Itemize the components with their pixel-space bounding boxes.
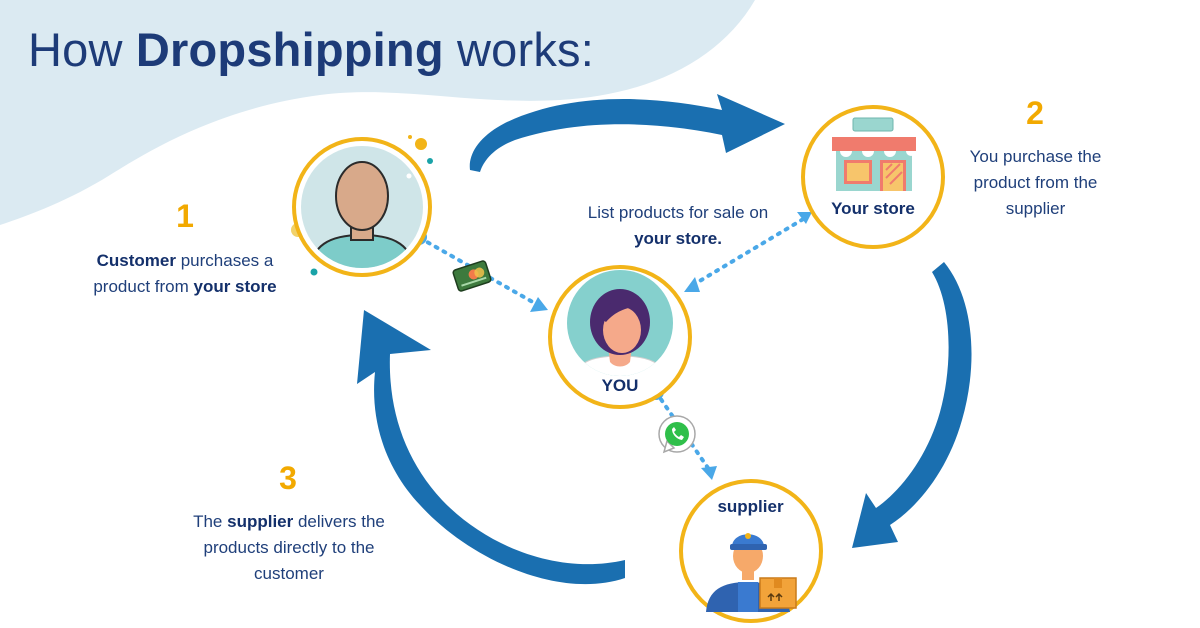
step-1-number: 1 bbox=[176, 198, 194, 234]
whatsapp-icon bbox=[658, 415, 696, 454]
arrowhead bbox=[701, 466, 717, 480]
store-label: Your store bbox=[831, 199, 915, 218]
background-blob bbox=[0, 0, 755, 225]
step-3-description: The supplier delivers the products direc… bbox=[193, 512, 385, 583]
page-title: How Dropshipping works: bbox=[28, 23, 594, 76]
you-avatar-icon bbox=[571, 289, 669, 376]
connector-you-to-store bbox=[691, 216, 807, 287]
store-node bbox=[801, 105, 945, 249]
step-1-description: Customer purchases a product from your s… bbox=[93, 251, 277, 296]
store-icon bbox=[832, 117, 916, 191]
cycle-arrows bbox=[357, 94, 972, 585]
arrowhead bbox=[684, 277, 700, 292]
list-products-note: List products for sale on your store. bbox=[587, 203, 769, 248]
supplier-worker-icon bbox=[706, 533, 797, 612]
arrow-customer-to-store bbox=[469, 94, 785, 172]
supplier-label: supplier bbox=[717, 497, 784, 516]
customer-node bbox=[292, 137, 432, 277]
arrowhead bbox=[530, 297, 548, 312]
supplier-node bbox=[679, 479, 823, 623]
step-2-description: You purchase the product from the suppli… bbox=[969, 147, 1102, 218]
arrow-supplier-to-customer bbox=[357, 310, 625, 585]
you-node bbox=[548, 265, 692, 409]
credit-card-icon bbox=[452, 260, 492, 292]
step-3-number: 3 bbox=[279, 460, 297, 496]
you-label: YOU bbox=[601, 376, 639, 395]
arrowhead bbox=[797, 212, 812, 224]
step-2-number: 2 bbox=[1026, 95, 1044, 131]
arrow-store-to-supplier bbox=[852, 262, 972, 548]
